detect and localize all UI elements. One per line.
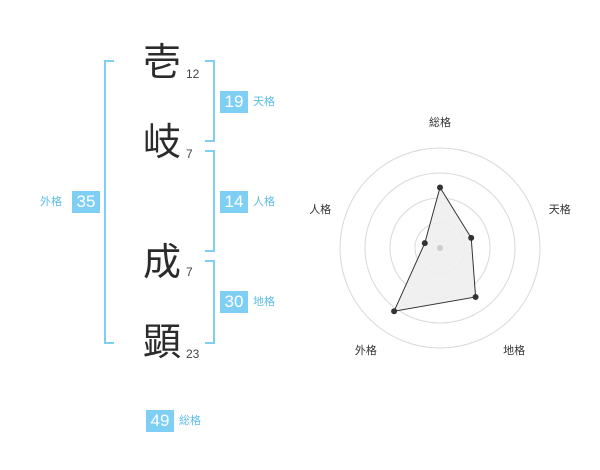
tenkaku-bracket	[205, 60, 215, 142]
radar-points	[391, 184, 479, 315]
chikaku-label: 地格	[253, 295, 275, 308]
radar-point-5	[421, 240, 428, 247]
radar-point-4	[391, 308, 398, 315]
radar-ring-4	[339, 147, 541, 349]
chikaku-value: 30	[220, 291, 248, 313]
radar-axis-label-5: 人格	[309, 202, 331, 216]
radar-point-3	[472, 294, 479, 300]
jinkaku-value: 14	[220, 191, 248, 213]
name-char-2: 岐	[142, 120, 181, 164]
radar-ring-3	[364, 172, 516, 324]
radar-axis-label-2: 天格	[549, 202, 571, 216]
radar-axis-label-1: 総格	[429, 115, 451, 129]
name-char-4: 顕	[142, 320, 181, 364]
radar-axis-label-3: 地格	[503, 343, 525, 357]
radar-center-dot	[437, 245, 443, 251]
tenkaku-label: 天格	[253, 95, 275, 108]
radar-series-polygon	[393, 186, 477, 312]
stroke-count-2: 7	[186, 147, 193, 161]
soukaku-value: 49	[146, 410, 174, 432]
gaikaku-value: 35	[72, 191, 100, 213]
jinkaku-label: 人格	[253, 195, 275, 208]
chikaku-bracket	[205, 260, 215, 344]
soukaku-label: 総格	[179, 414, 201, 427]
gaikaku-bracket	[104, 60, 114, 344]
radar-axis-label-4: 外格	[355, 343, 377, 357]
name-char-1: 壱	[142, 40, 181, 84]
name-char-3: 成	[142, 240, 181, 284]
radar-point-1	[437, 184, 443, 191]
gaikaku-label: 外格	[40, 195, 62, 208]
stroke-count-1: 12	[186, 67, 200, 81]
stroke-count-4: 23	[186, 347, 200, 361]
stroke-count-3: 7	[186, 265, 193, 279]
radar-point-2	[468, 234, 475, 241]
tenkaku-value: 19	[220, 91, 248, 113]
jinkaku-bracket	[205, 150, 215, 252]
